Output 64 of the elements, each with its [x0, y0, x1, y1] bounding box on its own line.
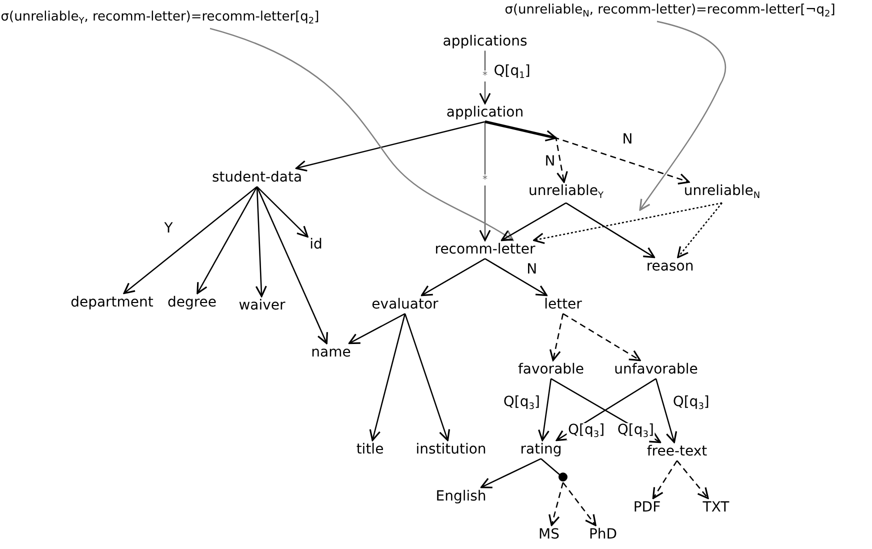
node-label: name	[311, 345, 351, 361]
node-label: TXT	[702, 500, 730, 516]
arrow	[562, 482, 596, 526]
node-label: unfavorable	[614, 362, 698, 378]
arrow	[484, 121, 690, 184]
arrow	[655, 378, 678, 444]
arrow	[348, 313, 406, 344]
connector-line	[540, 458, 560, 476]
arrow	[484, 258, 548, 296]
arrow	[420, 258, 486, 296]
arrow	[295, 121, 486, 172]
arrow	[256, 186, 308, 238]
multiplicity-mark: *	[482, 70, 488, 82]
node-label: MS	[538, 527, 560, 543]
junction-dot	[558, 472, 568, 482]
leader-line	[210, 28, 514, 242]
node-label: rating	[520, 442, 562, 458]
arrow	[533, 202, 722, 244]
arrow	[549, 314, 564, 362]
node-label: id	[310, 237, 322, 253]
node-label: degree	[167, 295, 217, 311]
arrow	[566, 202, 656, 258]
node-label: free-text	[646, 444, 708, 460]
node-label: PDF	[633, 500, 661, 516]
arrow	[548, 482, 564, 526]
arrow	[562, 313, 641, 362]
node-label: unreliable$_{Y}$	[528, 184, 604, 202]
node-label: applications	[442, 34, 528, 50]
node-label: institution	[416, 442, 486, 458]
arrow	[538, 378, 552, 442]
arrow	[369, 314, 406, 442]
node-label: department	[70, 295, 154, 311]
arrow	[479, 50, 491, 104]
arrow	[404, 313, 450, 442]
arrow	[256, 186, 328, 344]
arrow	[196, 186, 258, 294]
node-label: reason	[646, 259, 694, 275]
arrow	[500, 202, 566, 242]
node-label: favorable	[518, 362, 584, 378]
arrow	[480, 458, 542, 488]
node-label: unreliable$_{N}$	[684, 184, 760, 202]
node-label: English	[436, 489, 486, 505]
edge-label: Q[q$_{3}$]	[672, 394, 710, 412]
edge-label: Q[q$_{3}$]	[502, 394, 541, 412]
node-label: σ(unreliable$_{N}$, recomm-letter)=recomm-letter[¬q$_{2}$]	[504, 4, 836, 20]
arrow	[676, 460, 709, 500]
arrow	[479, 122, 491, 242]
arrow	[123, 186, 258, 294]
arrow	[677, 202, 722, 258]
node-label: σ(unreliable$_{Y}$, recomm-letter)=recomm-letter[q$_{2}$]	[0, 10, 320, 28]
node-label: title	[356, 442, 384, 458]
node-label: letter	[544, 297, 582, 313]
arrow	[255, 186, 267, 298]
node-label: waiver	[238, 298, 286, 314]
arrow	[652, 460, 678, 500]
node-label: application	[446, 105, 524, 121]
node-label: PhD	[588, 527, 618, 543]
node-label: evaluator	[372, 297, 438, 313]
edge-label: Q[q$_{3}$]	[567, 422, 606, 440]
node-label: student-data	[212, 170, 302, 186]
node-label: recomm-letter	[434, 242, 536, 258]
edge-label: Q[q$_{3}$]	[616, 422, 655, 440]
multiplicity-mark: *	[482, 174, 488, 186]
leader-line	[639, 20, 726, 211]
